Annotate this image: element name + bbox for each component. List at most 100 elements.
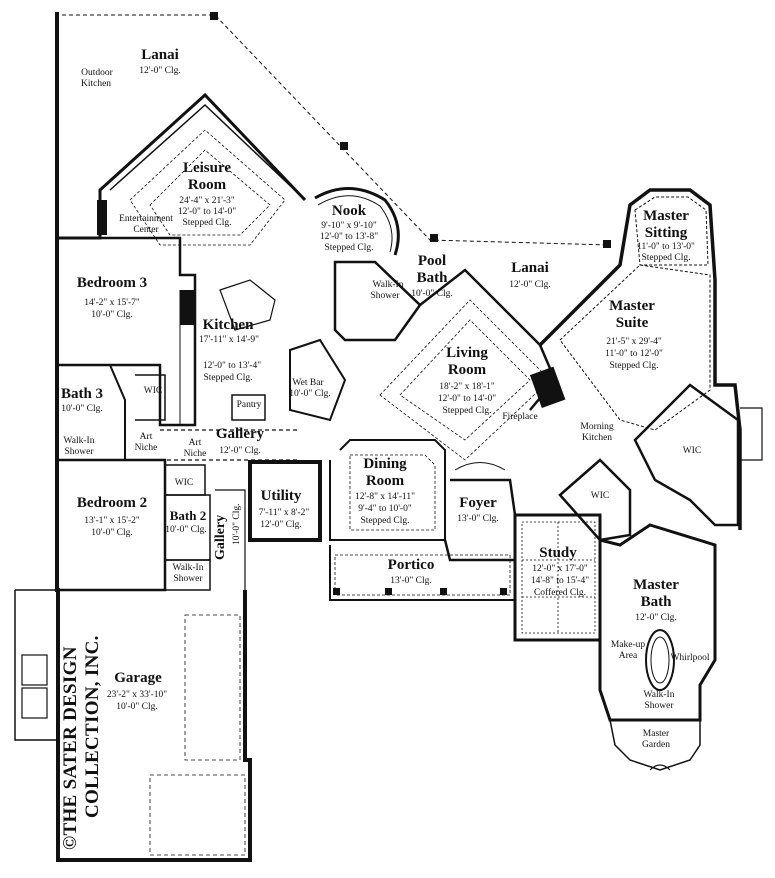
- living-name2: Room: [447, 362, 487, 378]
- column: [210, 12, 218, 20]
- outdoor-kitchen-l2: Kitchen: [80, 79, 112, 89]
- pool-bath-name2: Bath: [416, 270, 448, 286]
- master-suite-name2: Suite: [615, 315, 649, 331]
- art-niche2-l1: Art: [188, 438, 202, 448]
- garage-name: Garage: [114, 670, 162, 686]
- gallery-side-name: Gallery: [213, 514, 228, 560]
- dining-walls: [329, 439, 446, 541]
- garage-dash: [184, 614, 241, 761]
- study-clg1: 14'-8" to 15'-4": [530, 576, 590, 586]
- kitchen-island: [219, 279, 276, 331]
- kitchen-name: Kitchen: [202, 317, 254, 333]
- bedroom3-size: 14'-2" x 15'-7": [84, 298, 140, 308]
- brand-line1: ©THE SATER DESIGN: [60, 646, 81, 850]
- lanai-mid-name: Lanai: [511, 260, 549, 276]
- utility-walls: [248, 460, 322, 542]
- entertainment-l2: Center: [133, 225, 159, 235]
- entertainment-l1: Entertainment: [119, 214, 173, 224]
- gallery-side-walls: [215, 489, 246, 590]
- outdoor-kitchen-l1: Outdoor: [81, 68, 113, 78]
- master-suite-size: 21'-5" x 29'-4": [606, 337, 662, 347]
- kitchen-fridge: [180, 290, 194, 325]
- master-garden-l2: Garden: [642, 740, 670, 750]
- walkin-pool-l1: Walk-In: [372, 280, 404, 290]
- column: [430, 234, 438, 242]
- walkin-b2-walls: [165, 559, 211, 591]
- foyer-arch: [454, 462, 506, 471]
- gallery-main-clg: 12'-0" Clg.: [219, 446, 261, 456]
- leisure-clg1: 12'-0" to 14'-0": [177, 207, 237, 217]
- makeup-l2: Area: [618, 651, 638, 661]
- bath3-name: Bath 3: [60, 386, 104, 402]
- wic-b3: WIC: [143, 386, 163, 396]
- lanai-mid-clg: 12'-0" Clg.: [509, 280, 551, 290]
- master-sitting-name1: Master: [643, 208, 689, 224]
- master-bath-walls: [598, 523, 717, 722]
- master-bath-clg: 12'-0" Clg.: [635, 613, 677, 623]
- leisure-size: 24'-4" x 21'-3": [179, 196, 235, 206]
- living-clg1: 12'-0" to 14'-0": [437, 394, 497, 404]
- kitchen-clg2: Stepped Clg.: [203, 373, 253, 383]
- living-clg2: Stepped Clg.: [442, 406, 492, 416]
- walkin-master-l1: Walk-In: [643, 690, 675, 700]
- whirlpool-label: Whirlpool: [670, 653, 710, 663]
- foyer-clg: 13'-0" Clg.: [457, 514, 499, 524]
- kitchen-clg1: 12'-0" to 13'-4": [202, 361, 262, 371]
- master-suite-name1: Master: [609, 298, 655, 314]
- wic-b3-walls: [135, 374, 166, 421]
- master-bath-name2: Bath: [640, 594, 672, 610]
- lanai-top-name: Lanai: [141, 47, 179, 63]
- makeup-l1: Make-up: [610, 640, 646, 650]
- portico-clg: 13'-0" Clg.: [390, 576, 432, 586]
- study-name: Study: [539, 545, 577, 561]
- gallery-main-name: Gallery: [215, 426, 265, 442]
- study-coffer-h1: [522, 522, 595, 633]
- master-suite-ceiling: [559, 264, 711, 431]
- nook-clg2: Stepped Clg.: [324, 243, 374, 253]
- art-niche2-l2: Niche: [183, 449, 207, 459]
- leisure-clg2: Stepped Clg.: [182, 218, 232, 228]
- garage-door: [14, 589, 57, 741]
- morning-kitchen-l1: Morning: [580, 422, 614, 432]
- dining-name1: Dining: [363, 456, 407, 472]
- whirlpool-tub: [645, 629, 675, 691]
- master-sitting-name2: Sitting: [644, 225, 688, 241]
- wic-master2-walls: [558, 458, 632, 542]
- garage-clg: 10'-0" Clg.: [116, 702, 158, 712]
- living-size: 18'-2" x 18'-1": [439, 382, 495, 392]
- bath3-clg: 10'-0" Clg.: [61, 404, 103, 414]
- column: [440, 588, 447, 595]
- bedroom3-name: Bedroom 3: [76, 275, 148, 291]
- garage-dash2: [149, 774, 246, 856]
- portico-walls: [329, 545, 516, 601]
- morning-kitchen-l2: Kitchen: [581, 433, 613, 443]
- art-niche1-l2: Niche: [134, 443, 158, 453]
- leisure-name1: Leisure: [182, 160, 232, 176]
- kitchen-size: 17'-11" x 14'-9": [199, 335, 259, 345]
- whirlpool-tub-inner: [650, 636, 670, 684]
- bedroom2-clg: 10'-0" Clg.: [91, 528, 133, 538]
- column: [385, 588, 392, 595]
- column: [340, 142, 348, 150]
- study-coffer: [521, 521, 596, 634]
- garage-window-2: [21, 687, 48, 719]
- gallery-walls: [160, 429, 300, 461]
- brand-line2: COLLECTION, INC.: [82, 635, 103, 818]
- leisure-wall-inner: [109, 103, 301, 196]
- portico-name: Portico: [387, 557, 435, 573]
- nook-bay: [314, 187, 400, 256]
- bedroom2-walls: [57, 458, 167, 592]
- utility-name: Utility: [260, 488, 302, 504]
- garage-size: 23'-2" x 33'-10": [106, 690, 168, 700]
- master-window-box: [740, 407, 763, 461]
- dining-dash: [349, 454, 436, 531]
- walkin-pool-l2: Shower: [370, 291, 400, 301]
- living-name1: Living: [446, 345, 488, 361]
- walkin-b2-l2: Shower: [173, 574, 203, 584]
- master-sitting-size: 11'-0" to 13'-0": [637, 242, 695, 252]
- pool-bath-clg: 10'-0" Clg.: [411, 289, 453, 299]
- master-garden-arch: [649, 764, 671, 771]
- pool-bath-name1: Pool: [417, 253, 447, 269]
- lanai-top-clg: 12'-0" Clg.: [139, 66, 181, 76]
